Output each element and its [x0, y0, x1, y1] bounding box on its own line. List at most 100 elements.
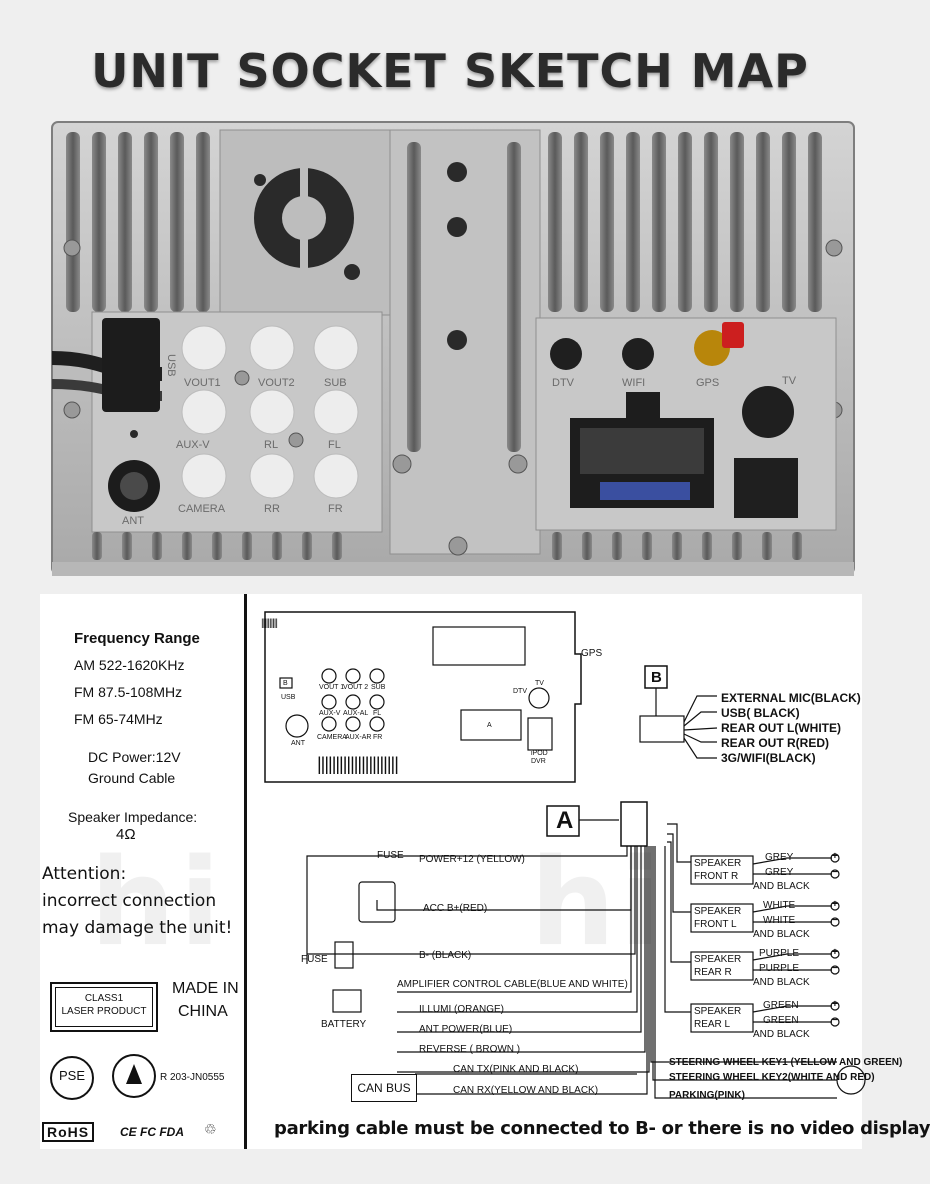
b-item-3g-wifi: 3G/WIFI(BLACK)	[721, 751, 816, 765]
spk-fl-l1: SPEAKER	[694, 906, 742, 917]
cert-marks: CE FC FDA	[120, 1125, 184, 1139]
diagram-tv: TV	[535, 680, 544, 687]
diagram-fl: FL	[373, 710, 382, 717]
diagram-auxal: AUX-AL	[343, 710, 369, 717]
photo-label-vout2: VOUT2	[258, 377, 295, 389]
made-in-china: CHINA	[178, 1003, 228, 1020]
diagram-ipod: iPOD	[531, 750, 548, 757]
photo-label-sub: SUB	[324, 377, 347, 389]
photo-label-ant: ANT	[122, 515, 144, 527]
freq-fm2: FM 65-74MHz	[74, 711, 163, 727]
diagram-vout1: VOUT 1	[319, 684, 345, 691]
box-b-label: B	[651, 669, 662, 686]
b-item-rear-r: REAR OUT R(RED)	[721, 736, 829, 750]
photo-label-fl: FL	[328, 439, 341, 451]
spec-column: Frequency Range AM 522-1620KHz FM 87.5-1…	[40, 594, 245, 1149]
photo-label-wifi: WIFI	[622, 377, 645, 389]
wiring-panel: hi hi Frequency Range AM 522-1620KHz FM …	[40, 594, 930, 1149]
spk-rr-c1: PURPLE	[759, 948, 800, 959]
wiring-lines	[264, 611, 866, 1099]
attention-title: Attention:	[42, 864, 127, 884]
diagram-fr: FR	[373, 734, 383, 741]
photo-label-dtv: DTV	[552, 377, 575, 389]
spk-rr-c3: AND BLACK	[753, 977, 810, 988]
power12-label: POWER+12 (YELLOW)	[419, 854, 525, 865]
spk-fl-l2: FRONT L	[694, 919, 737, 930]
photo-label-rl: RL	[264, 439, 278, 451]
spk-rl-l2: REAR L	[694, 1019, 731, 1030]
spk-rr-l1: SPEAKER	[694, 954, 742, 965]
minus-sign: −	[832, 915, 838, 926]
laser-product-text: LASER PRODUCT	[61, 1006, 147, 1017]
steering-key2: STEERING WHEEL KEY2(WHITE AND RED)	[669, 1072, 875, 1083]
speaker-impedance: Speaker Impedance:	[68, 809, 198, 825]
minus-sign: −	[832, 1015, 838, 1026]
diagram-usb-label: USB	[281, 694, 296, 701]
amp-label: AMPLIFIER CONTROL CABLE(BLUE AND WHITE)	[397, 979, 628, 990]
diagram-dvr: DVR	[531, 758, 546, 765]
made-in: MADE IN	[172, 980, 239, 997]
diagram-auxar: AUX-AR	[345, 734, 372, 741]
parking-label: PARKING(PINK)	[669, 1090, 745, 1101]
pin-slots-bottom: ||||||||||||||||||||||	[317, 754, 399, 774]
b-item-mic: EXTERNAL MIC(BLACK)	[721, 691, 861, 705]
freq-title: Frequency Range	[74, 630, 200, 647]
illumi-label: ILLUMI (ORANGE)	[419, 1004, 505, 1015]
vent-slots-bottom	[92, 532, 802, 560]
fuse-top-label: FUSE	[377, 850, 404, 861]
spk-fl-c1: WHITE	[763, 900, 796, 911]
canrx-label: CAN RX(YELLOW AND BLACK)	[453, 1085, 599, 1096]
b-item-rear-l: REAR OUT L(WHITE)	[721, 721, 841, 735]
diagram-dtv: DTV	[513, 688, 527, 695]
diagram-auxv: AUX-V	[319, 710, 341, 717]
plus-sign: +	[832, 899, 838, 910]
tv-socket	[742, 386, 794, 438]
photo-label-auxv: AUX-V	[176, 439, 210, 451]
vent-slots-right	[548, 132, 822, 312]
spk-fr-c1: GREY	[765, 852, 794, 863]
plus-sign: +	[832, 999, 838, 1010]
impedance-value: 4Ω	[116, 826, 136, 843]
spk-rl-c1: GREEN	[763, 1000, 799, 1011]
diagram-camera: CAMERA	[317, 734, 347, 741]
usb-plug	[102, 318, 160, 412]
minus-sign: −	[832, 963, 838, 974]
watermark: hi	[90, 834, 225, 973]
bminus-label: B- (BLACK)	[419, 950, 472, 961]
attention-line2: incorrect connection	[42, 891, 217, 911]
spk-fl-c2: WHITE	[763, 915, 796, 926]
b-item-usb: USB( BLACK)	[721, 706, 800, 720]
photo-label-gps: GPS	[696, 377, 719, 389]
fuse-left-label: FUSE	[301, 954, 328, 965]
steering-key1: STEERING WHEEL KEY1 (YELLOW AND GREEN)	[669, 1057, 903, 1068]
diagram-vout2: VOUT 2	[343, 684, 369, 691]
dc-power: DC Power:12V	[88, 749, 181, 765]
rca-jacks	[181, 325, 359, 499]
recycle-icon: ♲	[204, 1121, 217, 1137]
spk-fr-l2: FRONT R	[694, 871, 739, 882]
rohs-mark: RoHS	[42, 1122, 95, 1142]
spk-fr-l1: SPEAKER	[694, 858, 742, 869]
watermark: hi	[530, 834, 665, 973]
pse-mark: PSE	[50, 1056, 94, 1100]
ps-triangle-mark	[112, 1054, 156, 1098]
photo-label-rr: RR	[264, 503, 280, 515]
can-bus-box: CAN BUS	[351, 1074, 417, 1102]
spk-rl-c3: AND BLACK	[753, 1029, 810, 1040]
photo-label-tv: TV	[782, 375, 797, 387]
spk-fr-c3: AND BLACK	[753, 881, 810, 892]
battery-label: BATTERY	[321, 1019, 367, 1030]
laser-class-badge: CLASS1 LASER PRODUCT	[50, 982, 158, 1032]
acc-label: ACC B+(RED)	[423, 903, 488, 914]
vent-slots-left	[66, 132, 210, 312]
pin-slots-top: ||||||||||	[261, 618, 278, 629]
diagram-ant: ANT	[291, 740, 305, 747]
diagram-gps-label: GPS	[581, 648, 603, 659]
wifi-socket	[622, 338, 654, 370]
box-a-label: A	[556, 807, 574, 834]
attention-line3: may damage the unit!	[42, 918, 233, 938]
freq-am: AM 522-1620KHz	[74, 657, 185, 673]
unit-rear-illustration: USB VOUT1 VOUT2 SUB AUX-V RL FL CAMERA R…	[51, 121, 855, 576]
freq-fm1: FM 87.5-108MHz	[74, 684, 183, 700]
wiring-diagram: |||||||||| GPS B USB VOUT 1 VOUT 2 SUB A…	[247, 594, 902, 1149]
